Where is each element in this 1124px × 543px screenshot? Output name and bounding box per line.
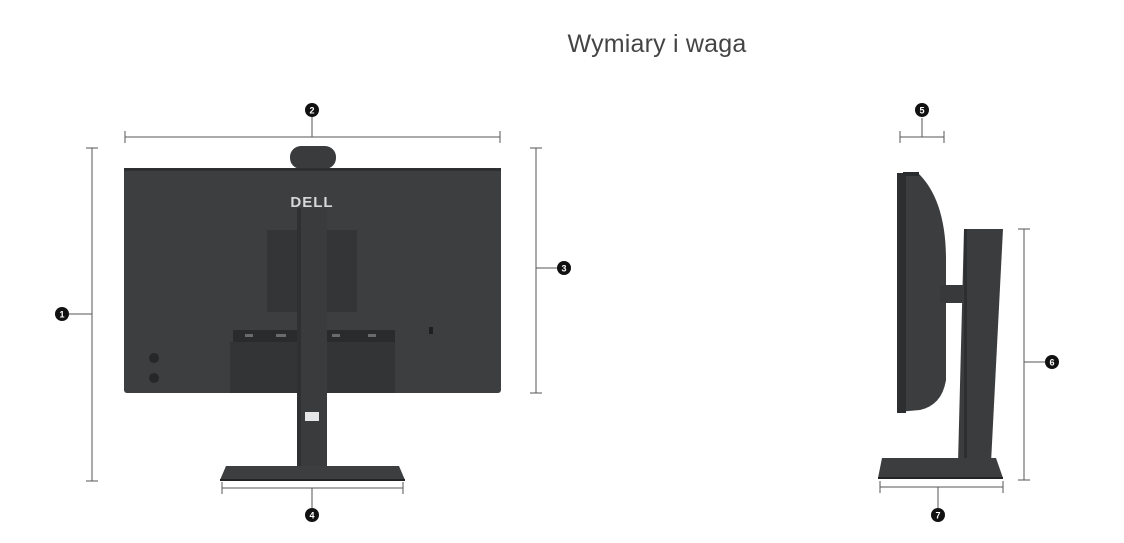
monitor-rear-view: DELL <box>124 146 501 481</box>
webcam <box>290 146 336 169</box>
page-title: Wymiary i waga <box>567 30 747 58</box>
side-stand-edge <box>964 229 967 463</box>
callout-number: 7 <box>935 511 940 521</box>
dimension-panel-depth <box>899 118 945 143</box>
callout-number: 4 <box>309 511 314 521</box>
dimension-width <box>124 117 501 143</box>
callout-4: 4 <box>305 508 319 522</box>
side-bezel-top <box>903 172 919 176</box>
port-dp <box>332 334 340 337</box>
dimension-base-width <box>221 482 404 508</box>
stand-neck-shade <box>297 208 301 466</box>
callout-number: 5 <box>919 106 924 116</box>
callout-badge <box>931 508 945 522</box>
side-stand-column <box>958 229 1003 463</box>
side-stand-base <box>878 458 1003 478</box>
stand-base <box>220 466 405 480</box>
callout-badge <box>305 103 319 117</box>
callout-6: 6 <box>1045 355 1059 369</box>
callout-badge <box>915 103 929 117</box>
port-hdmi <box>276 334 286 337</box>
stand-base-bottom <box>220 479 405 481</box>
callout-number: 3 <box>561 264 566 274</box>
callout-7: 7 <box>931 508 945 522</box>
callout-badge <box>557 261 571 275</box>
callout-badge <box>305 508 319 522</box>
callout-1: 1 <box>55 307 69 321</box>
monitor-side-view <box>878 172 1003 479</box>
dimension-height-total <box>68 147 98 482</box>
stand-neck <box>297 208 327 466</box>
power-button <box>149 373 159 383</box>
port-usb <box>245 334 253 337</box>
callout-badge <box>1045 355 1059 369</box>
dimension-panel-height <box>530 147 557 394</box>
side-panel <box>897 173 946 412</box>
side-panel-front <box>897 173 906 413</box>
dimension-base-depth <box>879 481 1004 508</box>
callout-number: 2 <box>309 106 314 116</box>
monitor-top-edge <box>124 168 501 171</box>
cable-clip <box>305 412 319 421</box>
dimension-stand-height <box>1018 228 1045 481</box>
callout-number: 6 <box>1049 358 1054 368</box>
side-stand-base-bottom <box>878 477 1003 479</box>
port-power <box>368 334 376 337</box>
joystick-button <box>149 353 159 363</box>
callout-2: 2 <box>305 103 319 117</box>
dimension-lines <box>68 117 1045 508</box>
callout-badge <box>55 307 69 321</box>
security-lock-slot <box>429 327 433 334</box>
callout-5: 5 <box>915 103 929 117</box>
callout-3: 3 <box>557 261 571 275</box>
dell-logo: DELL <box>290 194 333 211</box>
callout-number: 1 <box>59 310 64 320</box>
